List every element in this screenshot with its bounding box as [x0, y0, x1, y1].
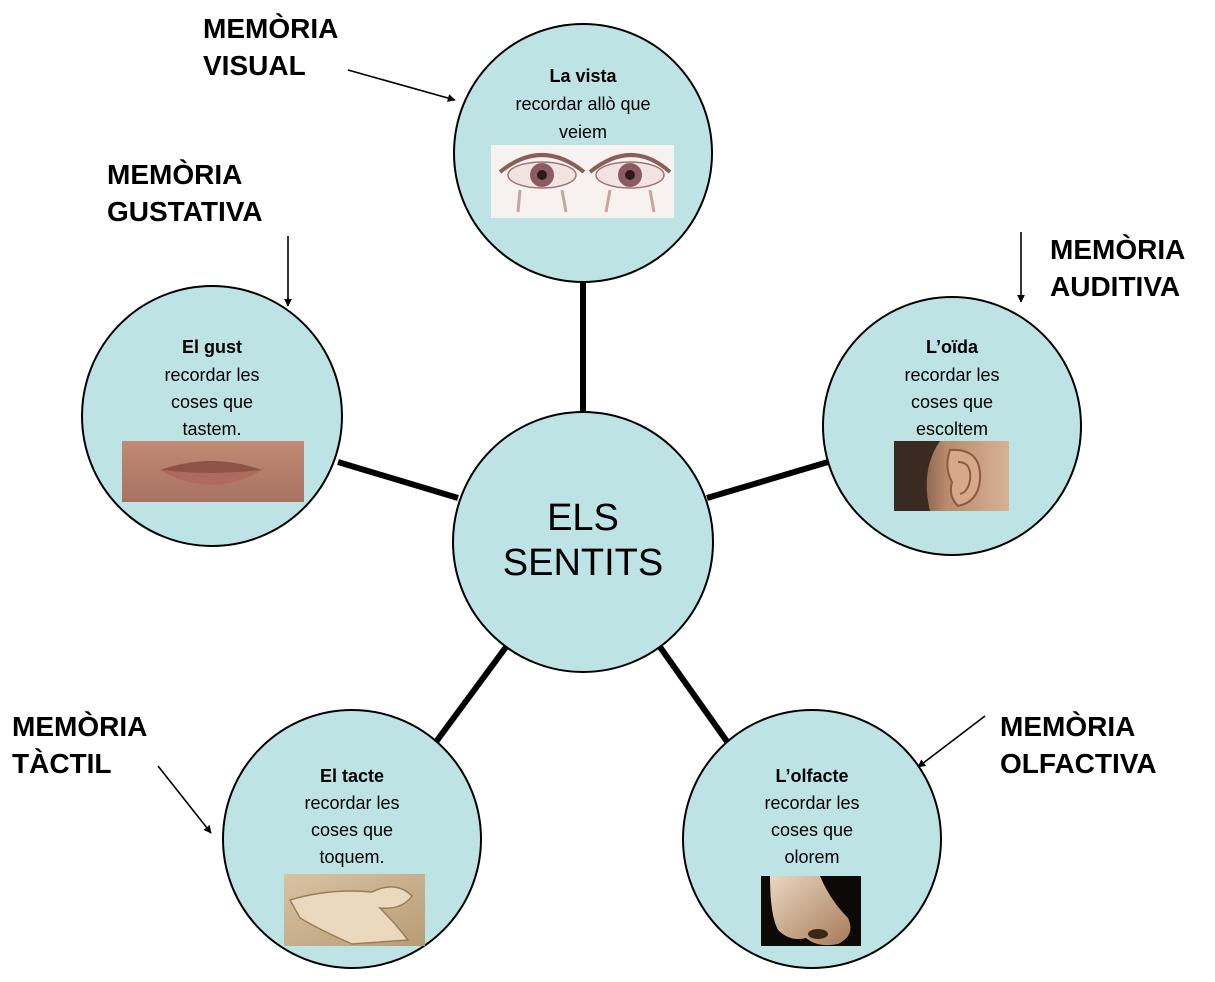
memory-label-auditiva: MEMÒRIA AUDITIVA	[1050, 231, 1185, 305]
hand-image	[284, 874, 425, 946]
spokes	[337, 280, 829, 752]
gust-title: El gust	[182, 337, 242, 357]
arrow-tactil	[157, 765, 212, 834]
olfacte-circle	[682, 709, 942, 969]
tacte-title: El tacte	[320, 766, 384, 786]
node-olfacte: L’olfacte recordar les coses que olorem	[682, 709, 942, 969]
arrow-visual	[347, 69, 456, 102]
nose-image	[761, 876, 861, 946]
spoke-tacte	[427, 645, 509, 752]
gust-circle	[81, 285, 343, 547]
memory-visual-line1: MEMÒRIA	[203, 13, 339, 44]
oida-title: L’oïda	[926, 337, 979, 357]
memory-visual-line2: VISUAL	[203, 50, 306, 81]
oida-line-3: escoltem	[916, 419, 988, 439]
memory-auditiva-line2: AUDITIVA	[1050, 271, 1181, 302]
memory-label-gustativa: MEMÒRIA GUSTATIVA	[107, 156, 263, 230]
olfacte-line-3: olorem	[784, 847, 839, 867]
gust-line-2: coses que	[171, 392, 253, 412]
memory-arrows	[157, 69, 1025, 834]
memory-olfactiva-line2: OLFACTIVA	[1000, 748, 1157, 779]
memory-tactil-line1: MEMÒRIA	[12, 711, 148, 742]
node-vista: La vista recordar allò que veiem	[453, 23, 713, 283]
node-gust: El gust recordar les coses que tastem.	[81, 285, 343, 547]
olfacte-line-2: coses que	[771, 820, 853, 840]
olfacte-line-1: recordar les	[764, 793, 859, 813]
arrow-olfactiva	[917, 715, 986, 768]
gust-line-3: tastem.	[182, 419, 241, 439]
memory-label-tactil: MEMÒRIA TÀCTIL	[12, 708, 147, 782]
spoke-oida	[706, 459, 829, 501]
memory-olfactiva-line1: MEMÒRIA	[1000, 711, 1136, 742]
memory-label-olfactiva: MEMÒRIA OLFACTIVA	[1000, 708, 1157, 782]
eyes-image	[491, 145, 674, 218]
center-circle	[452, 411, 714, 673]
vista-line-2: veiem	[559, 122, 607, 142]
oida-line-2: coses que	[911, 392, 993, 412]
node-oida: L’oïda recordar les coses que escoltem	[822, 296, 1082, 556]
center-title-line2: SENTITS	[503, 542, 663, 584]
memory-gustativa-line2: GUSTATIVA	[107, 196, 263, 227]
memory-tactil-line2: TÀCTIL	[12, 748, 112, 779]
olfacte-title: L’olfacte	[775, 766, 848, 786]
oida-circle	[822, 296, 1082, 556]
ear-image	[894, 441, 1009, 511]
spoke-olfacte	[657, 645, 736, 752]
tacte-line-1: recordar les	[304, 793, 399, 813]
memory-gustativa-line1: MEMÒRIA	[107, 159, 243, 190]
spoke-gust	[337, 459, 459, 501]
memory-label-visual: MEMÒRIA VISUAL	[203, 10, 338, 84]
vista-line-1: recordar allò que	[515, 94, 650, 114]
memory-auditiva-line1: MEMÒRIA	[1050, 234, 1186, 265]
lips-image	[122, 441, 304, 502]
vista-title: La vista	[549, 66, 617, 86]
tacte-line-3: toquem.	[319, 847, 384, 867]
center-node: ELS SENTITS	[452, 411, 714, 673]
gust-line-1: recordar les	[164, 365, 259, 385]
node-tacte: El tacte recordar les coses que toquem.	[222, 709, 482, 969]
center-title-line1: ELS	[547, 497, 619, 539]
oida-line-1: recordar les	[904, 365, 999, 385]
tacte-line-2: coses que	[311, 820, 393, 840]
